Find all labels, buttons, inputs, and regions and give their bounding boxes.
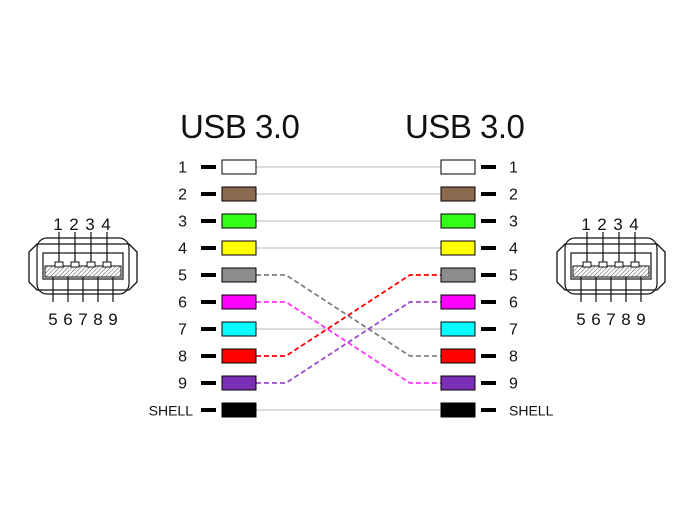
left-pin-label: 9 xyxy=(178,376,187,393)
right-pin-label: SHELL xyxy=(509,403,554,419)
connector-tongue xyxy=(572,265,650,278)
crossover-wire xyxy=(256,301,441,384)
left-pin-block xyxy=(221,213,257,229)
connector-bottom-pin-label: 6 xyxy=(63,310,72,329)
left-pin-label: 3 xyxy=(178,214,187,231)
left-pin-block xyxy=(221,267,257,283)
right-pin-block xyxy=(440,159,476,175)
right-pin-label: 7 xyxy=(509,322,518,339)
right-title: USB 3.0 xyxy=(405,108,525,145)
right-pin-block xyxy=(440,240,476,256)
straight-wires xyxy=(256,166,441,411)
connector-bottom-pin-label: 8 xyxy=(621,310,630,329)
connector-top-pin-label: 1 xyxy=(581,215,590,234)
left-pin-label: 4 xyxy=(178,241,187,258)
left-pin-block xyxy=(221,321,257,337)
connector-bottom-pin-label: 7 xyxy=(78,310,87,329)
left-pin-label: 6 xyxy=(178,295,187,312)
left-pin-block xyxy=(221,402,257,418)
crossover-wire xyxy=(256,274,441,357)
top-contact xyxy=(598,261,608,268)
top-contact xyxy=(70,261,80,268)
left-pin-block xyxy=(221,186,257,202)
connector-top-pin-label: 3 xyxy=(85,215,94,234)
connector-bottom-pin-label: 8 xyxy=(93,310,102,329)
left-pin-label: 7 xyxy=(178,322,187,339)
left-pin-label: 2 xyxy=(178,187,187,204)
left-pin-label: 5 xyxy=(178,268,187,285)
left-pin-label: 8 xyxy=(178,349,187,366)
connector-top-pin-label: 1 xyxy=(53,215,62,234)
connector-top-pin-label: 4 xyxy=(101,215,110,234)
left-pin-block xyxy=(221,294,257,310)
right-pin-label: 4 xyxy=(509,241,518,258)
right-pin-block xyxy=(440,213,476,229)
right-pin-label: 2 xyxy=(509,187,518,204)
crossover-wires xyxy=(256,274,441,384)
connector-bottom-pin-label: 9 xyxy=(108,310,117,329)
left-title: USB 3.0 xyxy=(180,108,300,145)
connector-tongue xyxy=(44,265,122,278)
right-pin-label: 1 xyxy=(509,160,518,177)
top-contact xyxy=(86,261,96,268)
connector-bottom-pin-label: 5 xyxy=(576,310,585,329)
connector-top-pin-label: 2 xyxy=(69,215,78,234)
connector-top-pin-label: 3 xyxy=(613,215,622,234)
right-pin-label: 3 xyxy=(509,214,518,231)
right-pin-block xyxy=(440,294,476,310)
right-pin-block xyxy=(440,186,476,202)
right-pin-block xyxy=(440,348,476,364)
right-pin-label: 6 xyxy=(509,295,518,312)
top-contact xyxy=(102,261,112,268)
connector-bottom-pin-label: 5 xyxy=(48,310,57,329)
connector-top-pin-label: 4 xyxy=(629,215,638,234)
left-pin-label: 1 xyxy=(178,160,187,177)
right-pin-label: 5 xyxy=(509,268,518,285)
top-contact xyxy=(614,261,624,268)
right-pin-label: 8 xyxy=(509,349,518,366)
right-pin-block xyxy=(440,375,476,391)
right-pin-label: 9 xyxy=(509,376,518,393)
left-pin-block xyxy=(221,375,257,391)
right-pin-block xyxy=(440,402,476,418)
right-pin-block xyxy=(440,321,476,337)
top-contact xyxy=(54,261,64,268)
connector-bottom-pin-label: 7 xyxy=(606,310,615,329)
connector-bottom-pin-label: 9 xyxy=(636,310,645,329)
top-contact xyxy=(630,261,640,268)
connector-top-pin-label: 2 xyxy=(597,215,606,234)
left-pin-block xyxy=(221,240,257,256)
left-pin-block xyxy=(221,159,257,175)
left-pin-block xyxy=(221,348,257,364)
connector-bottom-pin-label: 6 xyxy=(591,310,600,329)
top-contact xyxy=(582,261,592,268)
right-pin-block xyxy=(440,267,476,283)
left-pin-label: SHELL xyxy=(149,403,194,419)
